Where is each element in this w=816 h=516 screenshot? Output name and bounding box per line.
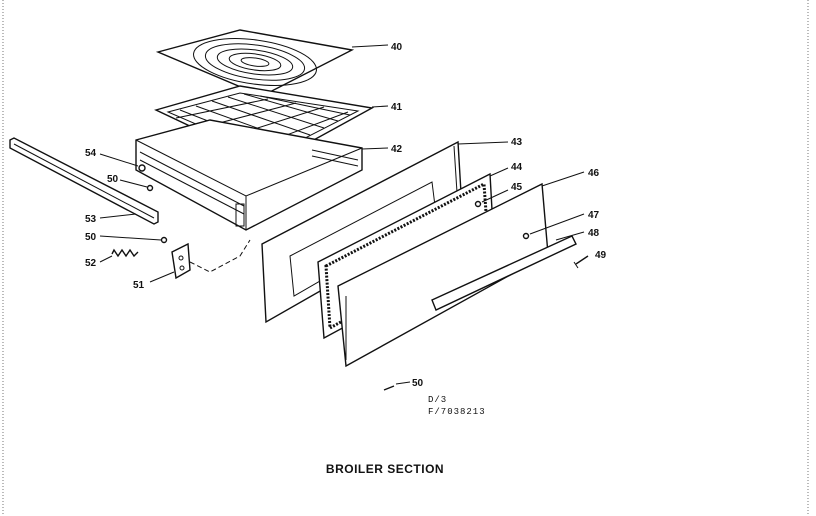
label-45: 45 [511,182,523,193]
leader-42 [361,147,389,150]
part-45-clip [474,200,482,208]
label-50-upper: 50 [85,232,97,243]
label-47: 47 [588,210,600,221]
part-51-hinge-bracket [171,242,191,280]
leader-41 [371,105,389,108]
leader-40 [351,44,389,48]
part-53-slide-rail [9,137,159,225]
label-52: 52 [85,258,97,269]
label-48: 48 [588,228,600,239]
label-42: 42 [391,144,403,155]
leader-53 [99,213,137,219]
part-50-screw-upper [160,236,168,244]
part-48-door-handle [431,235,577,311]
part-41-broiler-grid [154,85,375,165]
label-50-lower: 50 [412,378,424,389]
leader-44 [489,167,509,177]
leader-43 [457,141,509,145]
part-40-broiler-pan-cover [155,29,355,97]
drawing-number: D/3 [428,395,447,405]
part-50-screw-lower [383,381,411,391]
label-41: 41 [391,102,403,113]
label-49: 49 [595,250,607,261]
leader-51 [149,271,175,283]
diagram-caption: BROILER SECTION [325,462,445,476]
label-44: 44 [511,162,523,173]
part-49-handle-screw [573,255,589,269]
leader-47 [529,213,585,235]
figure-number: F/7038213 [428,407,486,417]
label-53: 53 [85,214,97,225]
label-46: 46 [588,168,600,179]
leader-54 [99,153,139,167]
leader-50-upper [99,235,162,241]
part-42-broiler-drawer [135,119,363,231]
label-56: 50 [107,174,119,185]
label-43: 43 [511,137,523,148]
part-52-spring [111,248,139,258]
leader-45 [481,189,509,203]
leader-46 [541,171,585,187]
leader-52 [99,255,113,263]
label-51: 51 [133,280,145,291]
label-40: 40 [391,42,403,53]
part-47-screw [522,232,530,240]
assembly-path [189,239,251,273]
label-54: 54 [85,148,97,159]
part-54-screw [138,164,146,172]
leader-56 [119,179,148,188]
part-56-fastener [146,184,154,192]
leader-48 [555,231,585,241]
